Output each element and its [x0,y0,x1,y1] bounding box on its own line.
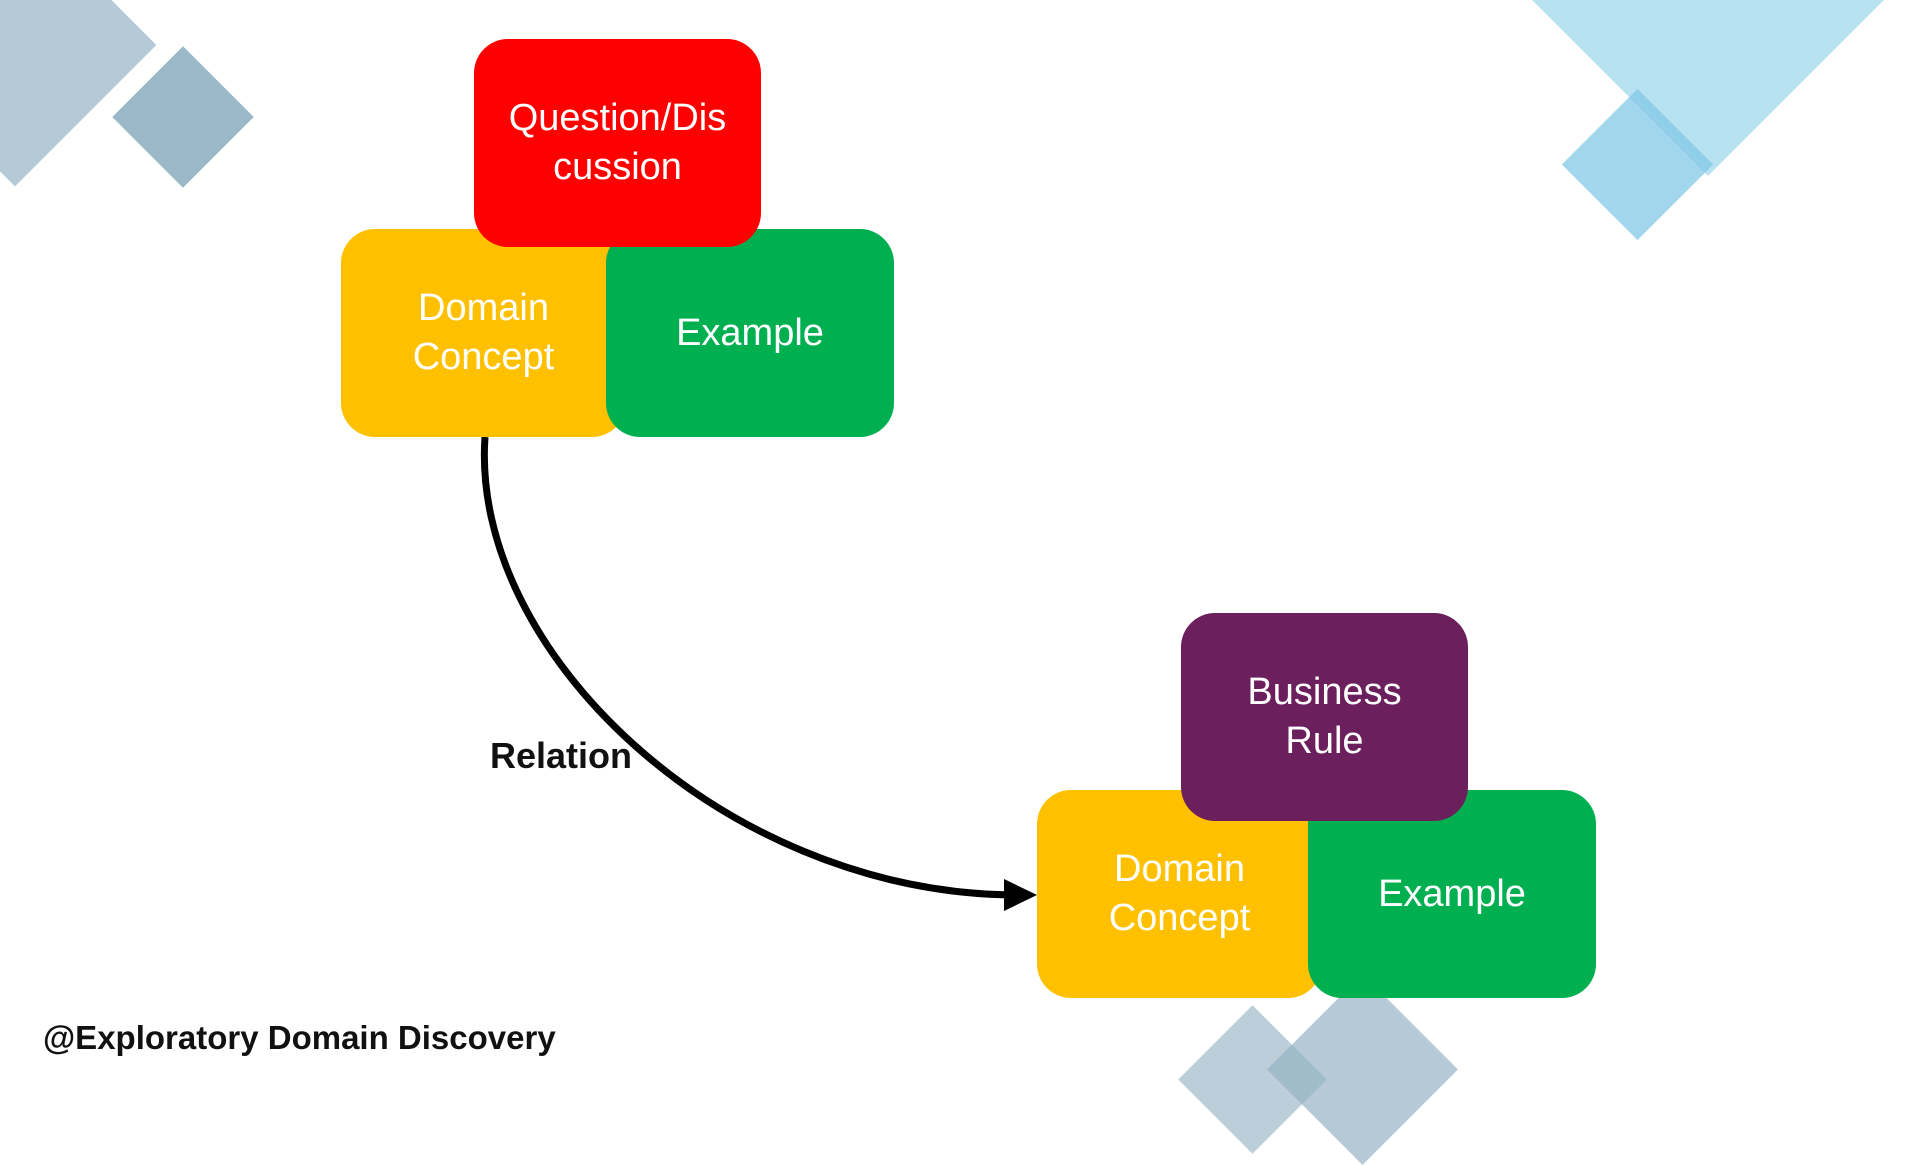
relation-label: Relation [490,735,633,776]
bottom-example-card: Example [1308,790,1596,998]
bottom-domain-concept-card: Domain Concept [1037,790,1322,998]
top-question-discussion-card: Question/Dis cussion [474,39,761,247]
top-example-card: Example [606,229,894,437]
relation-arrow [480,436,1037,911]
footer-credit: @Exploratory Domain Discovery [43,1019,556,1056]
relation-arrow-head [1004,879,1037,911]
top-domain-concept-card: Domain Concept [341,229,626,437]
relation-arrow-curve [480,436,1011,899]
bottom-business-rule-card: Business Rule [1181,613,1468,821]
